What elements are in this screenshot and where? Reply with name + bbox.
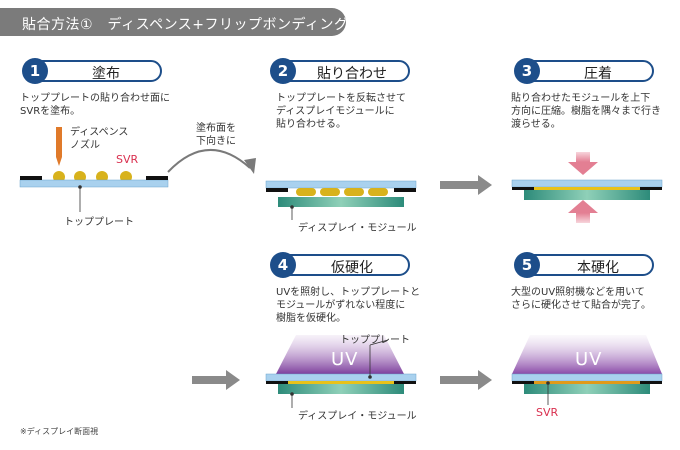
display-module-label: ディスプレイ・モジュール xyxy=(298,223,417,234)
display-module xyxy=(278,384,404,394)
display-module xyxy=(524,190,650,200)
top-plate xyxy=(265,180,417,189)
next-arrow-head xyxy=(478,175,492,195)
top-plate xyxy=(19,179,169,188)
press-down-arrow-head xyxy=(568,162,598,175)
next-arrow-icon xyxy=(440,181,478,189)
resin-blob xyxy=(368,188,388,196)
resin-blob xyxy=(344,188,364,196)
step-2-number: 2 xyxy=(270,58,296,84)
svr-label: SVR xyxy=(536,406,559,419)
black-mask xyxy=(512,187,534,190)
step-2-description: トッププレートを反転させて ディスプレイモジュールに 貼り合わせる。 xyxy=(276,93,406,130)
resin-blob xyxy=(296,188,316,196)
top-plate-label: トッププレート xyxy=(340,335,410,346)
step-1-description: トッププレートの貼り合わせ面に SVRを塗布。 xyxy=(20,93,170,117)
display-module xyxy=(278,197,404,207)
step-4-label: 仮硬化 xyxy=(331,260,373,276)
next-arrow-head xyxy=(226,370,240,390)
black-mask xyxy=(512,381,534,384)
step-3-number: 3 xyxy=(514,58,540,84)
resin-layer xyxy=(534,187,640,190)
dispense-nozzle-label: ディスペンス ノズル xyxy=(70,127,129,151)
display-module xyxy=(524,384,650,394)
resin-layer xyxy=(288,381,394,384)
step-5-number: 5 xyxy=(514,252,540,278)
press-up-arrow-head xyxy=(568,200,598,213)
top-plate-label: トッププレート xyxy=(64,217,134,228)
uv-light-beam xyxy=(512,335,662,374)
flip-arrow-icon xyxy=(167,148,251,173)
black-mask xyxy=(640,381,662,384)
black-mask xyxy=(394,188,416,192)
title-bar xyxy=(0,8,346,36)
step-5-label: 本硬化 xyxy=(577,260,619,276)
black-mask xyxy=(266,188,288,192)
black-mask xyxy=(394,381,416,384)
step-3-graphic xyxy=(511,152,663,223)
step-2-graphic xyxy=(265,180,417,220)
press-down-arrow-icon xyxy=(576,152,590,162)
resin-blob xyxy=(320,188,340,196)
black-mask xyxy=(640,187,662,190)
uv-label: UV xyxy=(575,349,603,370)
top-plate xyxy=(511,373,663,382)
next-arrow-icon xyxy=(440,376,478,384)
step-1-graphic xyxy=(19,127,169,212)
step-4-description: UVを照射し、トッププレートと モジュールがずれない程度に 樹脂を仮硬化。 xyxy=(276,287,421,324)
uv-label: UV xyxy=(331,349,359,370)
resin-layer xyxy=(534,381,640,384)
step-1-number: 1 xyxy=(22,58,48,84)
black-mask xyxy=(20,176,42,180)
page-title: 貼合方法① ディスペンス+フリップボンディング xyxy=(22,17,349,33)
press-up-arrow-icon xyxy=(576,213,590,223)
display-module-label: ディスプレイ・モジュール xyxy=(298,411,417,422)
flip-arrow-head xyxy=(244,158,256,174)
step-1-label: 塗布 xyxy=(92,66,120,82)
step-3-label: 圧着 xyxy=(584,66,612,82)
top-plate xyxy=(265,373,417,382)
step-4-graphic xyxy=(265,335,417,408)
next-arrow-head xyxy=(478,370,492,390)
top-plate xyxy=(511,179,663,188)
black-mask xyxy=(266,381,288,384)
step-2-label: 貼り合わせ xyxy=(317,66,387,82)
step-4-number: 4 xyxy=(270,252,296,278)
flip-note: 塗布面を 下向きに xyxy=(196,123,236,147)
step-5-description: 大型のUV照射機などを用いて さらに硬化させて貼合が完了。 xyxy=(511,287,651,311)
nozzle-tip xyxy=(56,157,62,166)
svr-label: SVR xyxy=(116,153,139,166)
step-3-description: 貼り合わせたモジュールを上下 方向に圧縮。樹脂を隅々まで行き 渡らせる。 xyxy=(511,93,661,130)
footnote: ※ディスプレイ断面視 xyxy=(20,427,99,436)
black-mask xyxy=(146,176,168,180)
next-arrow-icon xyxy=(192,376,226,384)
step-5-graphic xyxy=(511,335,663,405)
dispense-nozzle-icon xyxy=(56,127,62,157)
